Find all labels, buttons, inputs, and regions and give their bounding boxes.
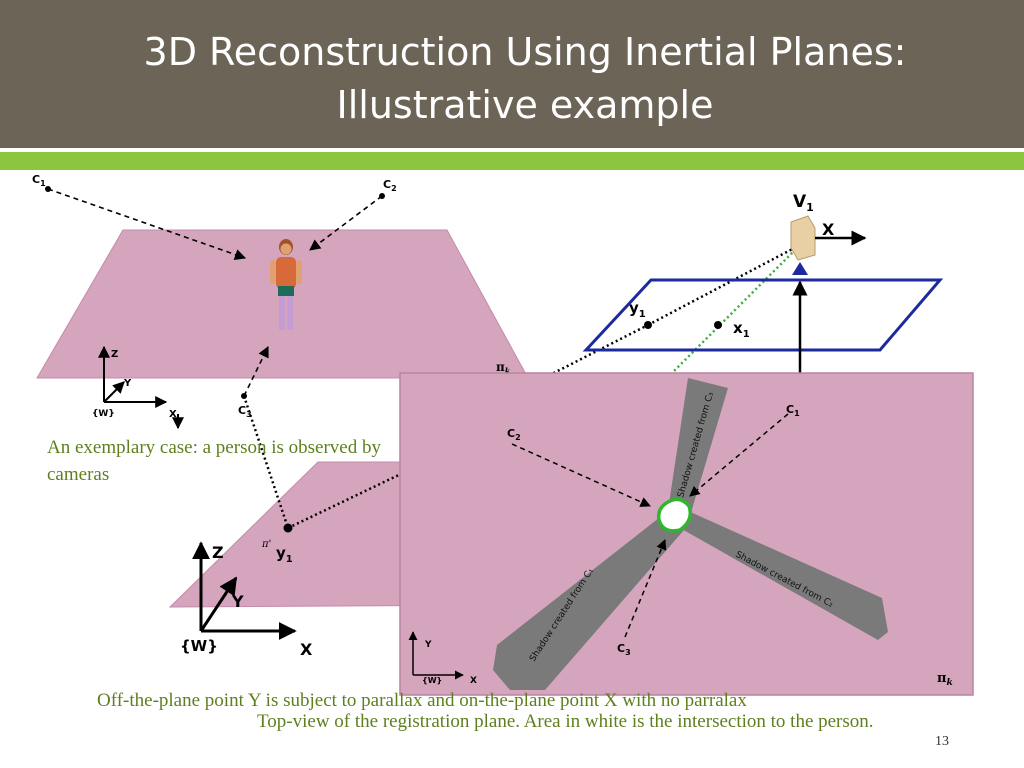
ray-c3 [243,345,269,397]
label-c1-topview: C1 [786,403,800,418]
shadow-c3 [668,378,728,516]
caption-left: An exemplary case: a person is observed … [47,437,381,485]
ray-c2 [309,195,383,251]
axis-z-lower: Z [212,543,224,562]
camera-c2-dot [379,193,385,199]
camera-c1-dot [45,186,51,192]
camera-v1 [790,215,816,275]
world-label-top: {W} [92,409,115,419]
label-x1: x1 [733,319,750,340]
title-line-2: Illustrative example [336,83,714,127]
label-c3-topview: C3 [617,642,631,657]
blue-plane [582,278,944,352]
axis-y-top: Y [123,378,132,389]
world-axes-topview [408,631,464,680]
axis-z-top: Z [111,349,118,360]
world-axes-top [98,345,184,430]
top-view-rays [511,413,789,638]
figure: C1 C2 C3 Z Y X {W} πk π' y1 [32,173,974,696]
axis-x-lower: X [300,640,313,659]
point-x1 [714,321,722,329]
shadow-c2 [680,510,888,640]
world-axes-lower [192,541,297,640]
label-y1-upper: y1 [629,299,646,320]
point-y1-upper [644,321,652,329]
label-c2-topview: C2 [507,427,521,442]
person-figure [270,239,302,330]
title-bar [0,0,1024,148]
pi-prime-label: π' [261,539,271,550]
sight-lines [242,243,801,530]
ray-c1 [47,188,247,260]
camera-rays-top [47,188,383,397]
world-label-lower: {W} [180,637,218,655]
label-c1-top: C1 [32,173,46,188]
slide-number: 13 [935,734,949,749]
label-v1: V1 [793,192,814,214]
shadow-c1 [493,514,684,690]
caption-topview: Top-view of the registration plane. Area… [257,711,874,732]
title-line-1: 3D Reconstruction Using Inertial Planes: [143,30,907,74]
intersection-area [656,497,693,533]
label-y1-lower: y1 [276,544,293,565]
pi-k-label-topview: πk [937,671,953,688]
pi-k-label-top: πk [496,360,511,376]
label-x-v1: X [822,220,835,239]
label-c3-top: C3 [238,404,252,419]
label-c2-top: C2 [383,178,397,193]
top-view-panel: Shadow created from C₃ Shadow created fr… [399,372,974,696]
axis-x-topview: X [470,676,477,686]
world-label-topview: {W} [422,676,442,685]
axis-x-top: X [169,409,177,420]
axis-y-lower: Y [231,592,244,611]
axis-y-topview: Y [424,640,432,650]
accent-bar [0,152,1024,170]
green-sight-line [659,244,801,386]
caption-bottom: Off-the-plane point Y is subject to para… [97,690,747,711]
slide-title: 3D Reconstruction Using Inertial Planes:… [60,26,990,132]
